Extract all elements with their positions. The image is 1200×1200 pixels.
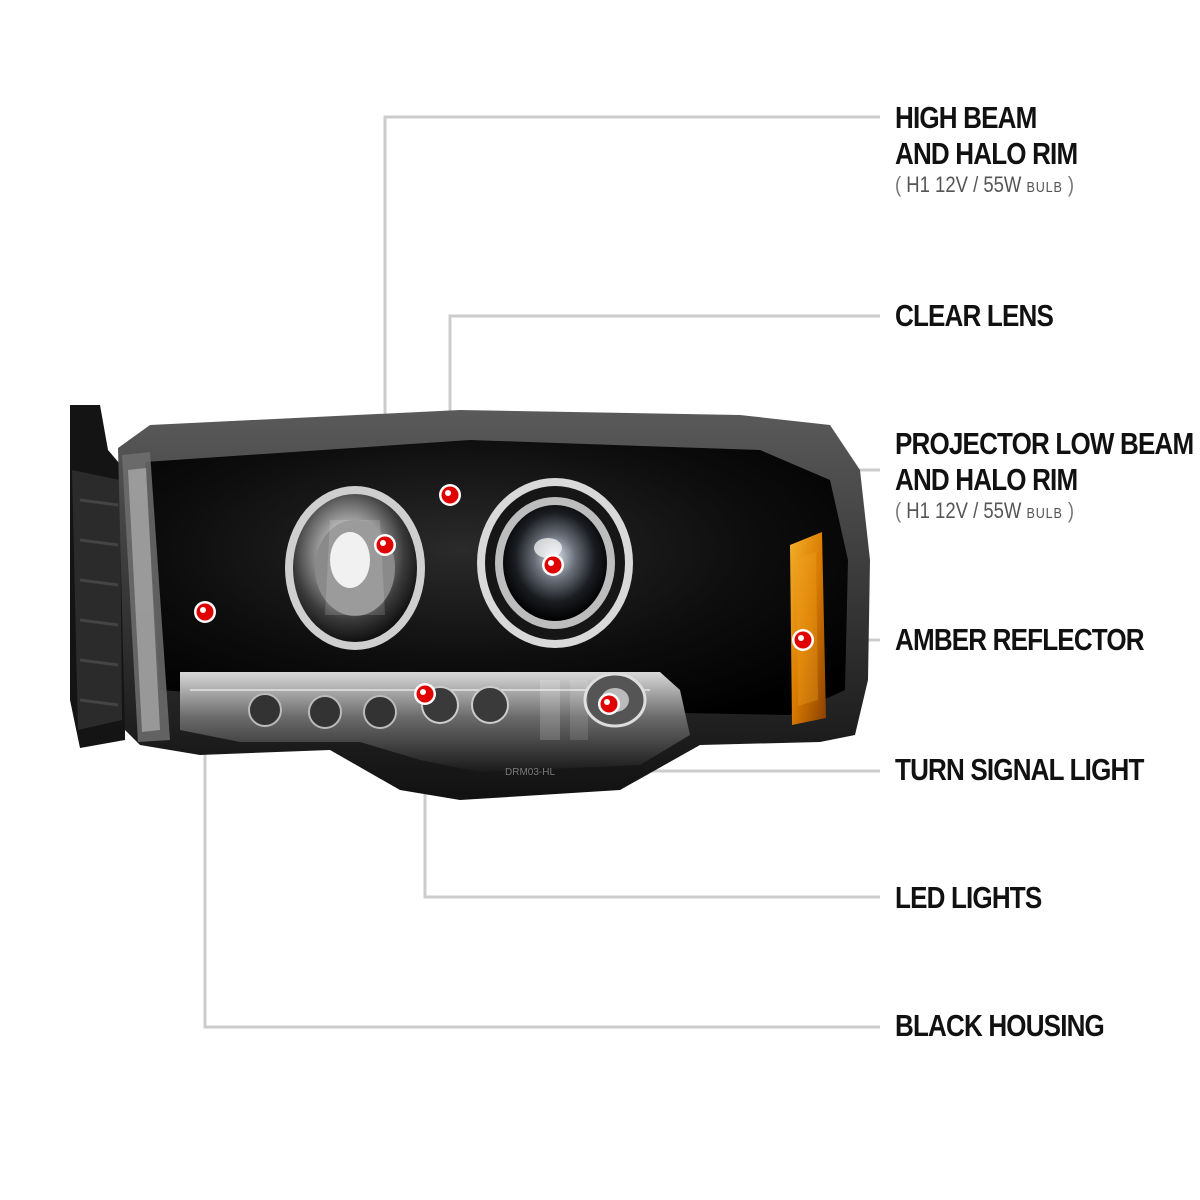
leader-high-beam	[383, 115, 880, 545]
label-line: CLEAR LENS	[895, 298, 1054, 333]
label-line: BLACK HOUSING	[895, 1008, 1105, 1043]
high-beam-assembly	[285, 486, 425, 650]
marker-turn-signal	[598, 693, 620, 715]
lens-stamp-1: DRM03-HL	[505, 767, 555, 778]
label-line: HIGH BEAM	[895, 100, 1037, 135]
marker-high-beam	[374, 534, 396, 556]
marker-clear-lens	[439, 484, 461, 506]
label-amber-reflector: AMBER REFLECTOR	[895, 622, 1145, 658]
marker-black-housing	[194, 601, 216, 623]
label-led-lights: LED LIGHTS	[895, 880, 1042, 916]
label-line: LED LIGHTS	[895, 880, 1042, 915]
label-turn-signal: TURN SIGNAL LIGHT	[895, 752, 1144, 788]
label-line: AND HALO RIM	[895, 136, 1078, 171]
marker-amber	[792, 629, 814, 651]
bulb-spec: ( H1 12V / 55W BULB )	[895, 498, 1075, 523]
rear-bracket	[70, 405, 125, 748]
marker-led-lights	[414, 683, 436, 705]
label-line: AMBER REFLECTOR	[895, 622, 1145, 657]
label-high-beam: HIGH BEAM AND HALO RIM ( H1 12V / 55W BU…	[895, 100, 1078, 201]
callout-markers	[194, 484, 814, 715]
label-clear-lens: CLEAR LENS	[895, 298, 1054, 334]
label-line: AND HALO RIM	[895, 462, 1078, 497]
label-line: PROJECTOR LOW BEAM	[895, 426, 1194, 461]
label-black-housing: BLACK HOUSING	[895, 1008, 1105, 1044]
bulb-spec: ( H1 12V / 55W BULB )	[895, 172, 1075, 197]
lower-clear-section	[180, 672, 690, 772]
label-projector-low-beam: PROJECTOR LOW BEAM AND HALO RIM ( H1 12V…	[895, 426, 1194, 527]
amber-reflector-lens	[790, 532, 826, 725]
marker-projector	[542, 554, 564, 576]
label-line: TURN SIGNAL LIGHT	[895, 752, 1144, 787]
